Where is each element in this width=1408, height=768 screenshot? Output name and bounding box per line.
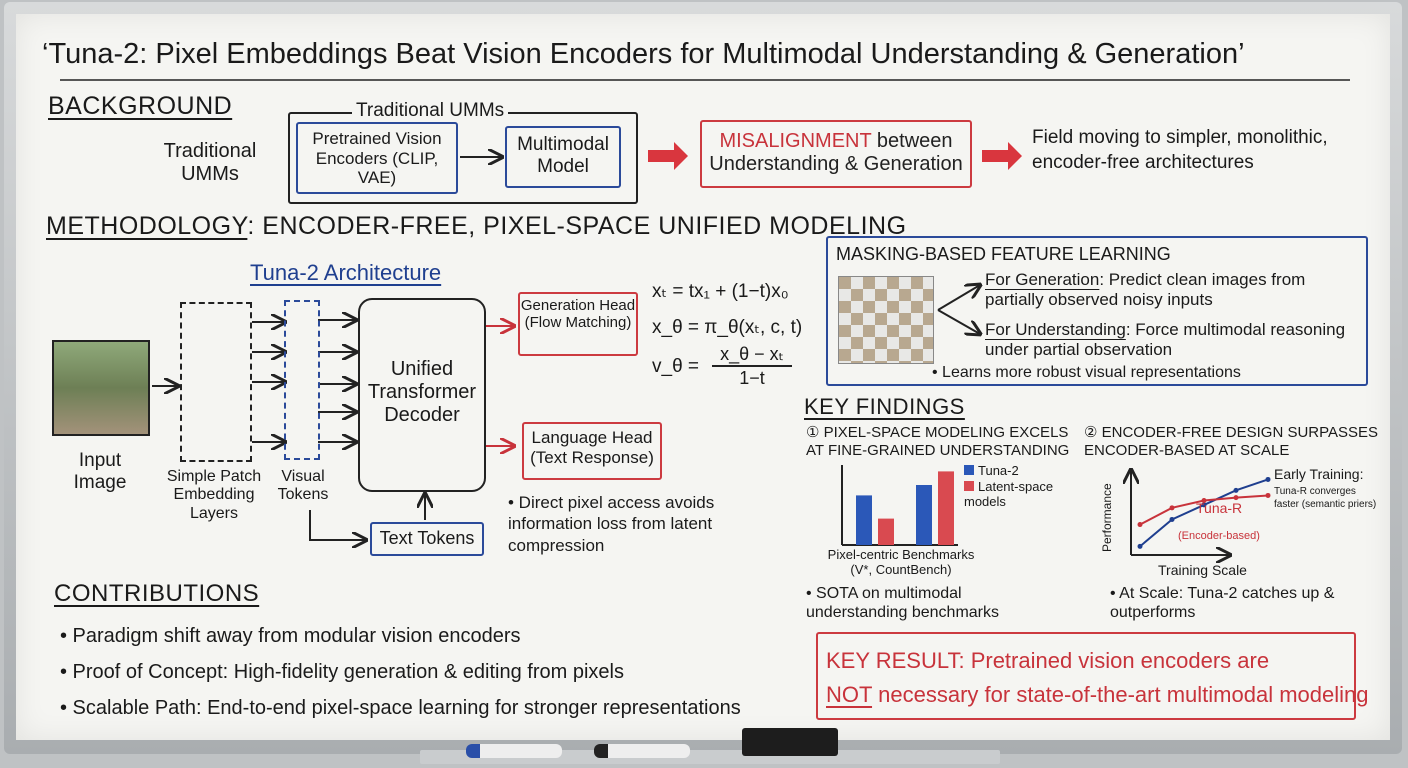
- for-understanding: For Understanding: Force multimodal reas…: [985, 320, 1355, 361]
- finding-2-bullet: • At Scale: Tuna-2 catches up & outperfo…: [1110, 585, 1335, 622]
- bar-tuna-2: [856, 495, 872, 545]
- methodology-label: METHODOLOGY: [46, 212, 248, 240]
- equation-1: xₜ = tx₁ + (1−t)x₀: [652, 281, 789, 302]
- line-point: [1169, 505, 1175, 511]
- bar-tuna-2: [916, 485, 932, 545]
- vision-encoder-box: Pretrained Vision Encoders (CLIP, VAE): [296, 122, 458, 194]
- line-ylabel: Performance: [1100, 483, 1114, 552]
- input-image-cat: [52, 340, 150, 436]
- text-tokens-box: Text Tokens: [370, 522, 484, 556]
- tuna-r-label: Tuna-R: [1196, 500, 1243, 516]
- language-head-box: Language Head (Text Response): [522, 422, 662, 480]
- misalignment-box: MISALIGNMENT between Understanding & Gen…: [700, 120, 972, 188]
- multimodal-model-box: Multimodal Model: [505, 126, 621, 188]
- visual-tokens-label: Visual Tokens: [277, 468, 329, 504]
- patch-embedding-group: [180, 302, 252, 462]
- line-point: [1233, 487, 1239, 493]
- visual-tokens-group: [284, 300, 320, 460]
- for-generation: For Generation: Predict clean images fro…: [985, 270, 1355, 311]
- patch-embedding-label: Simple Patch Embedding Layers: [166, 468, 262, 522]
- tuna-r-sublabel: (Encoder-based): [1178, 530, 1260, 542]
- equation-3-denominator: 1−t: [739, 368, 765, 388]
- key-result-line2: necessary for state-of-the-art multimoda…: [872, 682, 1369, 707]
- key-findings-heading: KEY FINDINGS: [804, 394, 965, 419]
- line-xlabel: Training Scale: [1158, 562, 1247, 578]
- misalignment-text: between Understanding & Generation: [709, 130, 963, 175]
- methodology-subtitle: : ENCODER-FREE, PIXEL-SPACE UNIFIED MODE…: [247, 212, 907, 240]
- blue-marker[interactable]: [466, 744, 562, 758]
- input-image-label: Input Image: [73, 450, 127, 493]
- unified-decoder-box: Unified Transformer Decoder: [358, 298, 486, 492]
- bar-legend: Tuna-2 Latent-space models: [964, 463, 1054, 510]
- for-generation-text: : Predict clean images from partially ob…: [985, 270, 1306, 310]
- early-training-note: Tuna-R converges faster (semantic priers…: [1274, 486, 1377, 510]
- line-chart: [1131, 470, 1271, 555]
- generation-head-box: Generation Head (Flow Matching): [518, 292, 638, 356]
- line-point: [1137, 522, 1143, 528]
- legend-swatch-blue: [964, 465, 974, 475]
- methodology-heading: METHODOLOGY: ENCODER-FREE, PIXEL-SPACE U…: [46, 212, 907, 241]
- masked-cat-image: [838, 276, 934, 364]
- misalignment-keyword: MISALIGNMENT: [719, 130, 872, 152]
- traditional-umms-label: Traditional UMMs: [163, 140, 257, 185]
- key-result-box: [816, 632, 1356, 720]
- key-result-text: KEY RESULT: Pretrained vision encoders a…: [826, 644, 1368, 712]
- legend-tuna2: Tuna-2: [964, 463, 1054, 479]
- key-result-line1: : Pretrained vision encoders are: [958, 648, 1270, 673]
- legend-latent: Latent-space models: [964, 479, 1054, 510]
- equation-3-lhs: v_θ =: [652, 356, 700, 377]
- early-training-title: Early Training:: [1274, 466, 1364, 482]
- masking-title: MASKING-BASED FEATURE LEARNING: [836, 244, 1171, 264]
- black-marker[interactable]: [594, 744, 690, 758]
- bar-latent-space-models: [938, 471, 954, 545]
- marker-tray: [420, 750, 1000, 764]
- field-outcome: Field moving to simpler, monolithic, enc…: [1032, 127, 1328, 173]
- key-result-not: NOT: [826, 682, 873, 707]
- contribution-item: • Proof of Concept: High-fidelity genera…: [60, 661, 624, 683]
- contribution-item: • Paradigm shift away from modular visio…: [60, 625, 521, 647]
- equation-2: x_θ = π_θ(xₜ, c, t): [652, 317, 803, 338]
- eraser[interactable]: [742, 728, 838, 756]
- line-point: [1137, 543, 1143, 549]
- bar-latent-space-models: [878, 518, 894, 545]
- legend-label: Latent-space models: [964, 478, 1054, 510]
- line-point: [1265, 492, 1271, 498]
- red-arrow: [982, 142, 1022, 170]
- line-point: [1265, 476, 1271, 482]
- line-point: [1169, 516, 1175, 522]
- arch-title: Tuna-2 Architecture: [250, 260, 442, 285]
- bar-chart: [841, 465, 958, 546]
- for-understanding-text: : Force multimodal reasoning under parti…: [985, 320, 1346, 360]
- contributions-list: • Paradigm shift away from modular visio…: [60, 618, 741, 726]
- contribution-item: • Scalable Path: End-to-end pixel-space …: [60, 697, 741, 719]
- contributions-heading: CONTRIBUTIONS: [54, 580, 260, 607]
- masking-panel: [826, 236, 1368, 386]
- legend-label: Tuna-2: [978, 463, 1019, 478]
- for-understanding-label: For Understanding: [985, 320, 1126, 339]
- for-generation-label: For Generation: [985, 270, 1100, 289]
- red-arrow: [648, 142, 688, 170]
- line-point: [1233, 495, 1239, 501]
- line-point: [1201, 498, 1207, 504]
- key-result-label: KEY RESULT: [826, 648, 959, 673]
- finding-1-title: ① PIXEL-SPACE MODELING EXCELS AT FINE-GR…: [806, 424, 1070, 459]
- masking-bullet: • Learns more robust visual representati…: [932, 364, 1241, 381]
- equation-3-numerator: x_θ − xₜ: [712, 344, 792, 367]
- legend-swatch-red: [964, 480, 974, 491]
- direct-pixel-note: • Direct pixel access avoids information…: [508, 493, 715, 555]
- finding-1-bullet: • SOTA on multimodal understanding bench…: [806, 585, 1000, 622]
- finding-2-title: ② ENCODER-FREE DESIGN SURPASSES ENCODER-…: [1084, 424, 1379, 459]
- group-label: Traditional UMMs: [352, 100, 509, 122]
- bar-xlabel: Pixel-centric Benchmarks (V*, CountBench…: [827, 547, 975, 577]
- whiteboard: [16, 14, 1390, 740]
- page-title: ‘Tuna-2: Pixel Embeddings Beat Vision En…: [42, 38, 1245, 70]
- line-point: [1201, 502, 1207, 508]
- background-heading: BACKGROUND: [48, 92, 233, 120]
